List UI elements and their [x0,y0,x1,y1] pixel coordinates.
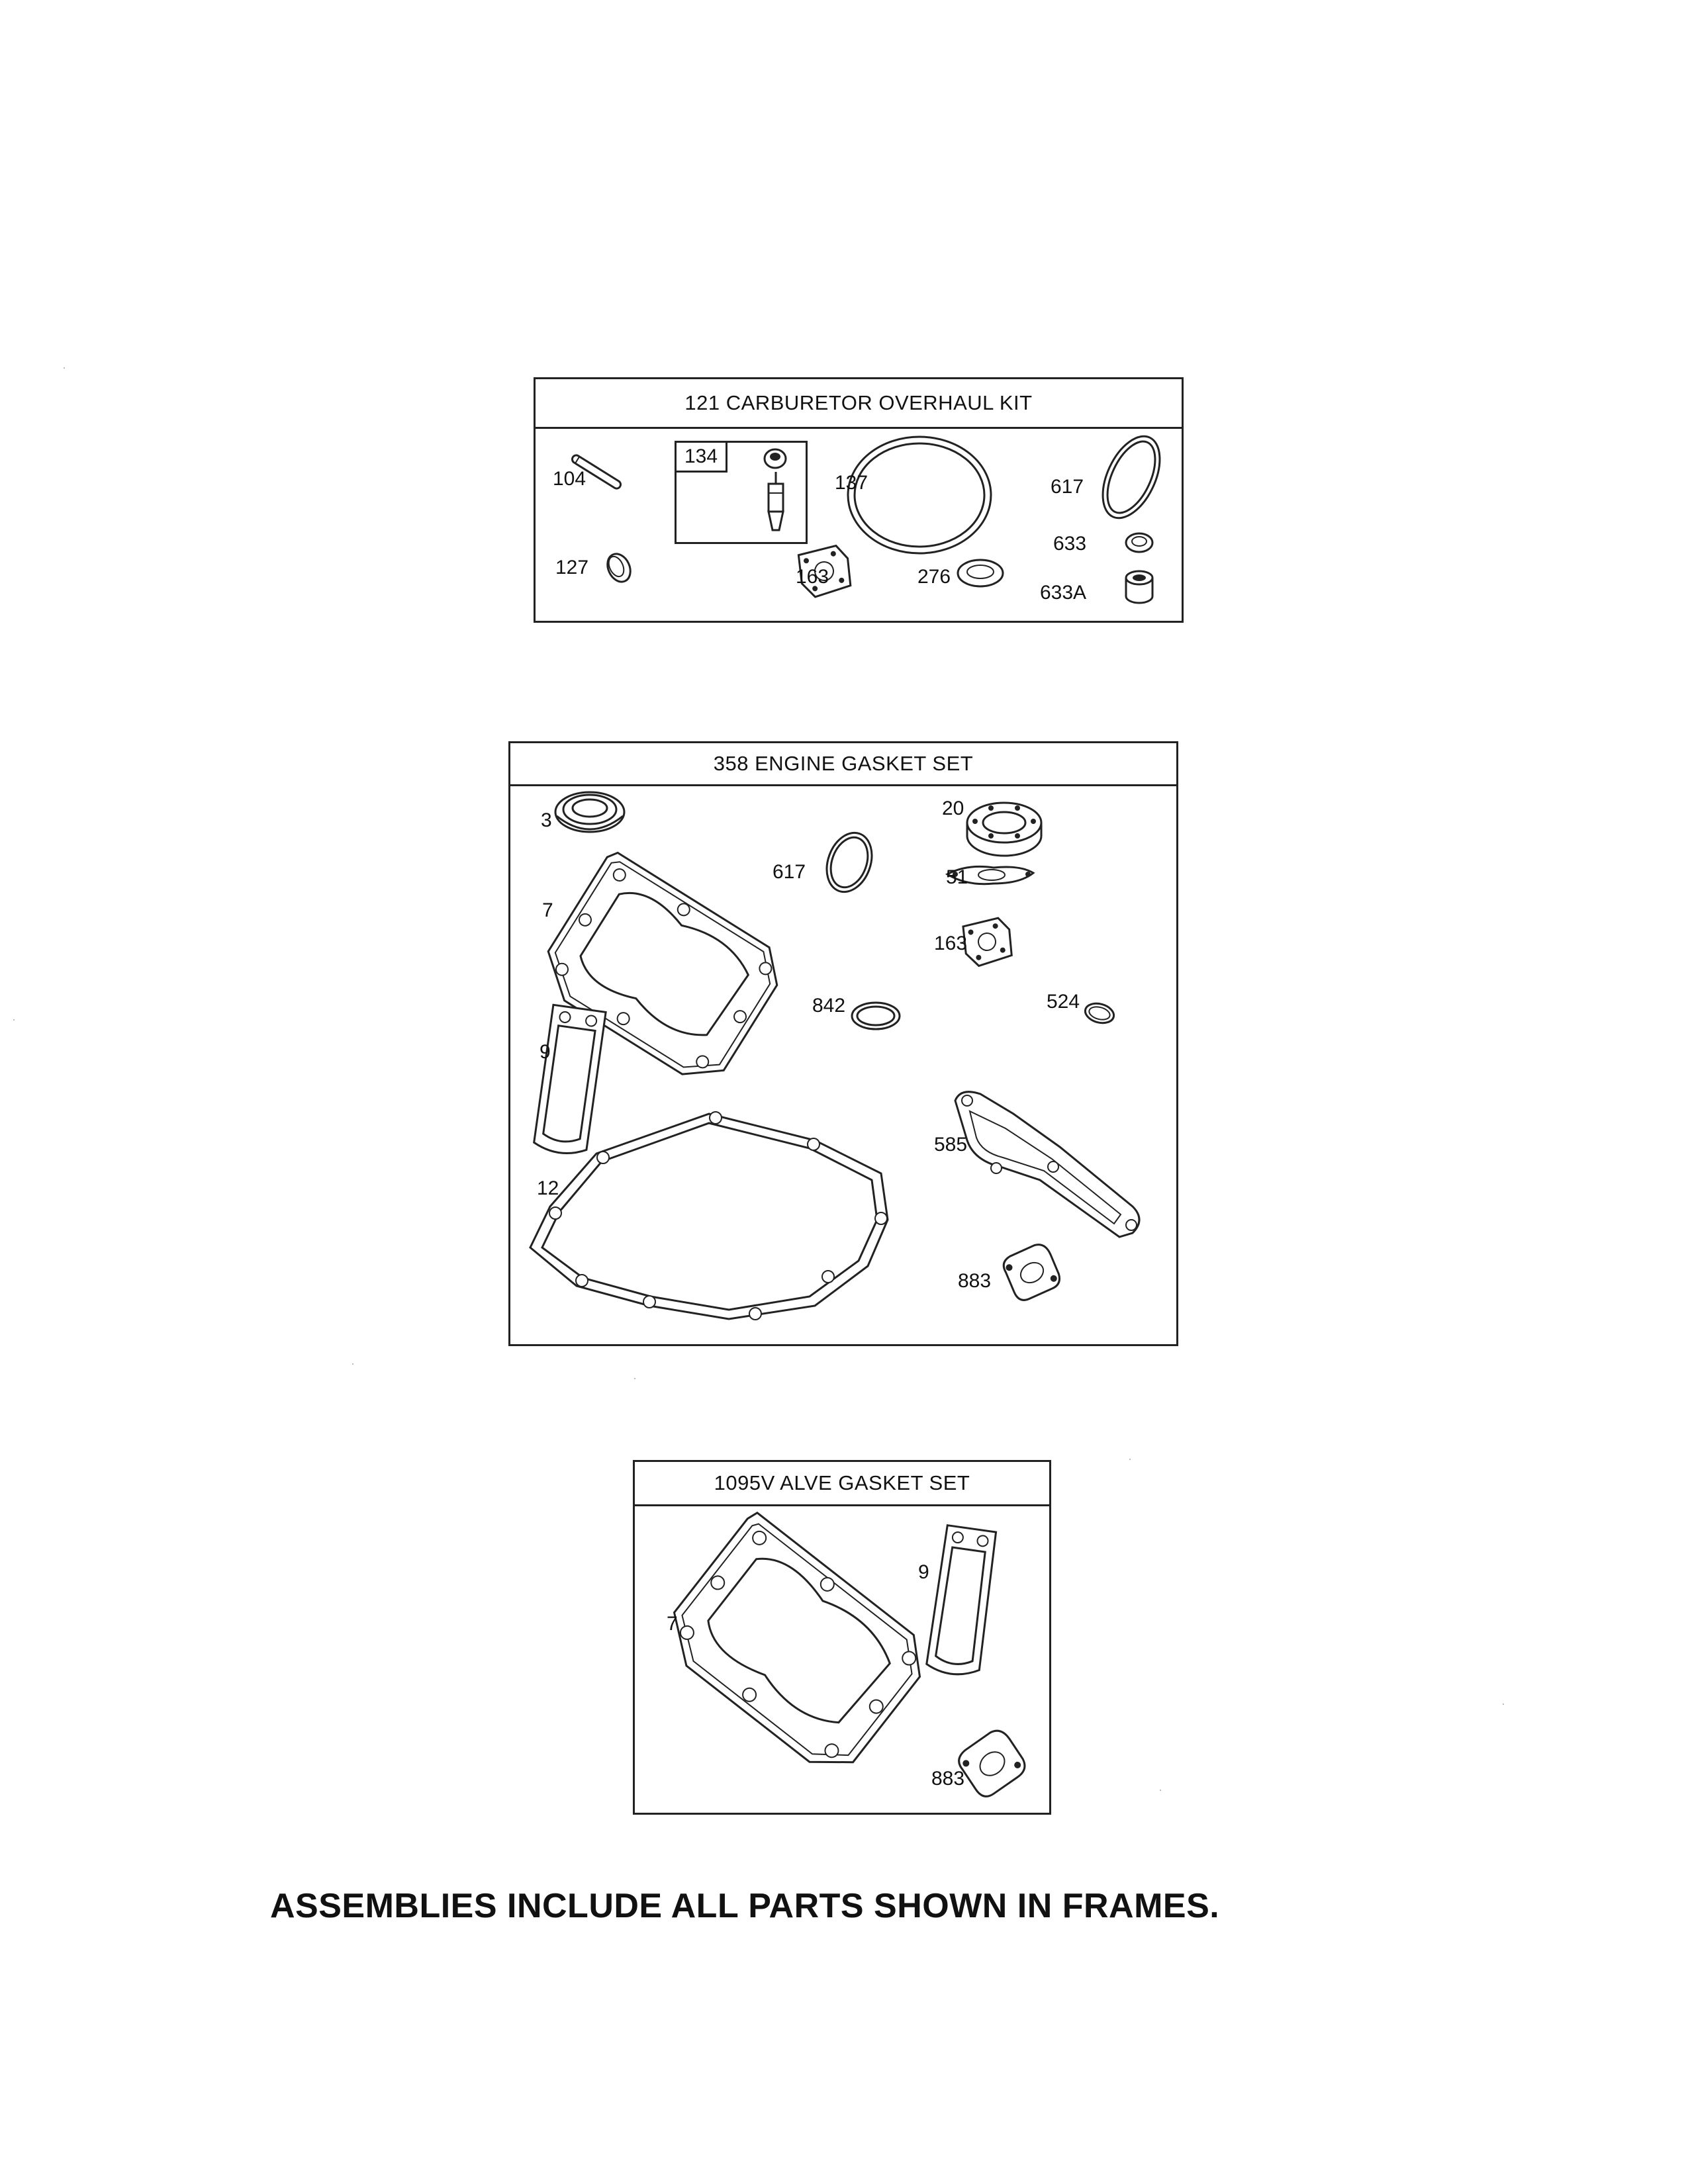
label-163: 163 [796,566,829,588]
label-585: 585 [934,1134,968,1156]
label-883: 883 [931,1768,965,1790]
carburetor-kit-title: 121 CARBURETOR OVERHAUL KIT [536,379,1182,429]
part-842-o-ring [851,1001,901,1030]
label-9: 9 [539,1041,551,1063]
label-20: 20 [942,797,964,819]
part-883-exhaust-gasket [958,1729,1026,1797]
part-524-o-ring [1084,1002,1115,1024]
label-524: 524 [1047,991,1080,1013]
label-617: 617 [773,861,806,883]
label-104: 104 [553,468,586,490]
label-127: 127 [555,557,589,578]
label-9: 9 [918,1561,929,1583]
label-7: 7 [542,899,553,921]
valve-gasket-title: 1095V ALVE GASKET SET [635,1462,1049,1506]
label-842: 842 [812,995,846,1017]
label-163: 163 [934,933,968,954]
part-127-plug [606,553,632,583]
engine-gasket-title: 358 ENGINE GASKET SET [510,743,1176,786]
valve-gasket-frame: 1095V ALVE GASKET SET [633,1460,1051,1815]
scan-speck [1503,1704,1504,1705]
part-585-breather-gasket [954,1091,1141,1238]
part-134-needle-seat [763,448,787,531]
assemblies-note: ASSEMBLIES INCLUDE ALL PARTS SHOWN IN FR… [270,1887,1220,1925]
part-12-crankcase-gasket [529,1111,889,1320]
valve-gasket-drawing [673,1511,1026,1797]
label-633a: 633A [1040,582,1087,604]
part-276-washer [957,559,1004,588]
engine-gasket-frame: 358 ENGINE GASKET SET [508,741,1178,1346]
part-883-exhaust-gasket [1002,1244,1060,1301]
part-51-intake-gasket [945,865,1035,886]
part-163-gasket [797,544,852,598]
part-633-seal [1125,532,1154,553]
engine-gasket-drawing [529,791,1141,1320]
part-617-o-ring [1102,435,1161,520]
part-134-sub-box: 134 [675,441,808,544]
label-3: 3 [541,809,552,831]
scan-speck [1129,1459,1131,1460]
label-51: 51 [946,866,968,888]
part-617-o-ring [825,831,873,893]
part-134-label: 134 [677,443,727,473]
label-7: 7 [667,1613,678,1635]
scan-speck [13,1019,15,1021]
label-137: 137 [835,472,868,494]
part-163-gasket [962,917,1013,968]
label-633: 633 [1053,533,1087,555]
scan-speck [1160,1790,1161,1791]
part-7-head-gasket [673,1511,921,1764]
label-276: 276 [917,566,951,588]
carburetor-kit-frame: 121 CARBURETOR OVERHAUL KIT [534,377,1184,623]
label-12: 12 [537,1177,559,1199]
carburetor-kit-drawing [571,435,1161,604]
part-9-rocker-gasket [533,1003,607,1154]
part-9-rocker-gasket [925,1524,998,1676]
label-617: 617 [1051,476,1084,498]
part-104-pin [571,454,622,490]
scan-speck [64,367,65,369]
scan-speck [634,1378,635,1379]
part-20-oil-seal [966,801,1043,857]
part-633a-bushing [1125,570,1154,604]
label-883: 883 [958,1270,992,1292]
part-137-bowl-gasket [847,435,992,555]
scan-speck [352,1363,353,1365]
part-3-oil-seal [554,791,626,833]
